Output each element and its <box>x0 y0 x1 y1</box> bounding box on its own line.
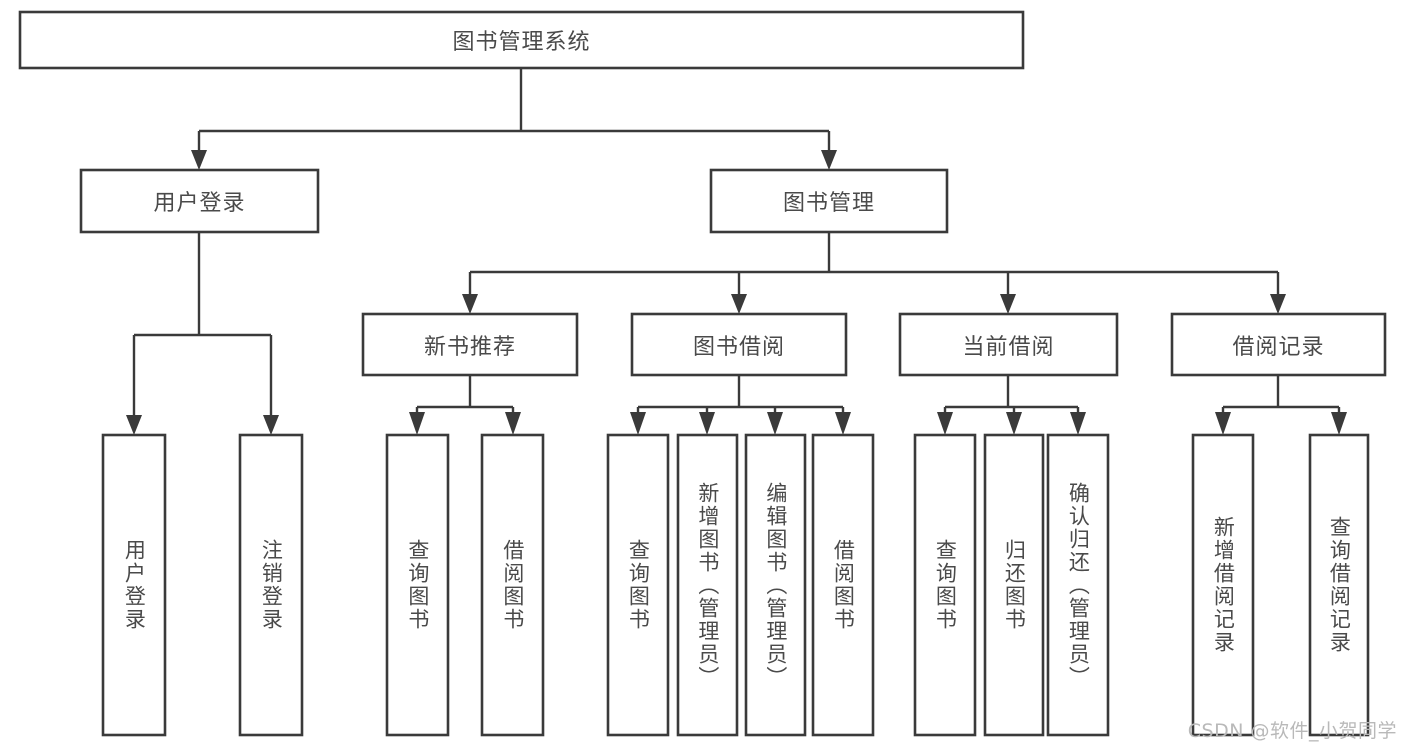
node-box-leaf-edit-book-admin[interactable] <box>744 433 807 737</box>
node-box-book-borrow[interactable] <box>630 312 848 377</box>
node-box-leaf-borrow-book-recommend[interactable] <box>480 433 545 737</box>
arrowhead-leaf-add-book-admin <box>699 412 715 435</box>
connectors-root-to-level2 <box>191 68 837 170</box>
arrowhead-leaf-query-book-recommend <box>409 412 425 435</box>
arrowhead-new-book-recommend <box>462 294 478 314</box>
node-box-leaf-add-borrow-record[interactable] <box>1191 433 1255 737</box>
node-box-current-borrow[interactable] <box>898 312 1119 377</box>
node-box-borrow-record[interactable] <box>1170 312 1387 377</box>
arrowhead-leaf-query-borrow-record <box>1331 412 1347 435</box>
connectors-borrowrecord-to-leaves <box>1215 375 1347 435</box>
arrowhead-leaf-user-login <box>126 415 142 435</box>
node-box-user-login[interactable] <box>79 168 320 234</box>
node-box-leaf-query-borrow-record[interactable] <box>1308 433 1370 737</box>
arrowhead-current-borrow <box>1000 294 1016 314</box>
node-box-leaf-confirm-return-admin[interactable] <box>1046 433 1110 737</box>
arrowhead-leaf-query-book-current <box>937 412 953 435</box>
node-box-root[interactable] <box>18 10 1025 70</box>
arrowhead-leaf-return-book <box>1006 412 1022 435</box>
node-box-leaf-add-book-admin[interactable] <box>676 433 739 737</box>
node-box-book-management[interactable] <box>709 168 949 234</box>
connectors-userlogin-to-leaves <box>126 232 279 435</box>
arrowhead-leaf-logout <box>263 415 279 435</box>
node-box-leaf-user-login[interactable] <box>101 433 167 737</box>
node-box-leaf-borrow-book[interactable] <box>811 433 875 737</box>
node-box-leaf-query-book-current[interactable] <box>913 433 977 737</box>
arrowhead-leaf-borrow-book-recommend <box>505 412 521 435</box>
arrowhead-leaf-add-borrow-record <box>1215 412 1231 435</box>
node-box-leaf-query-book-borrow[interactable] <box>606 433 670 737</box>
arrowhead-leaf-borrow-book <box>835 412 851 435</box>
node-box-leaf-query-book-recommend[interactable] <box>385 433 450 737</box>
node-box-leaf-logout[interactable] <box>238 433 304 737</box>
arrowhead-leaf-query-book-borrow <box>630 412 646 435</box>
connectors-currentborrow-to-leaves <box>937 375 1086 435</box>
arrowhead-borrow-record <box>1270 294 1286 314</box>
arrowhead-user-login <box>191 150 207 170</box>
connectors-recommend-to-leaves <box>409 375 521 435</box>
arrowhead-leaf-edit-book-admin <box>767 412 783 435</box>
connectors-bookmgmt-to-level3 <box>462 232 1286 314</box>
arrowhead-book-management <box>821 150 837 170</box>
arrowhead-leaf-confirm-return-admin <box>1070 412 1086 435</box>
node-box-leaf-return-book[interactable] <box>983 433 1045 737</box>
connectors-bookborrow-to-leaves <box>630 375 851 435</box>
node-box-new-book-recommend[interactable] <box>361 312 579 377</box>
arrowhead-book-borrow <box>731 294 747 314</box>
